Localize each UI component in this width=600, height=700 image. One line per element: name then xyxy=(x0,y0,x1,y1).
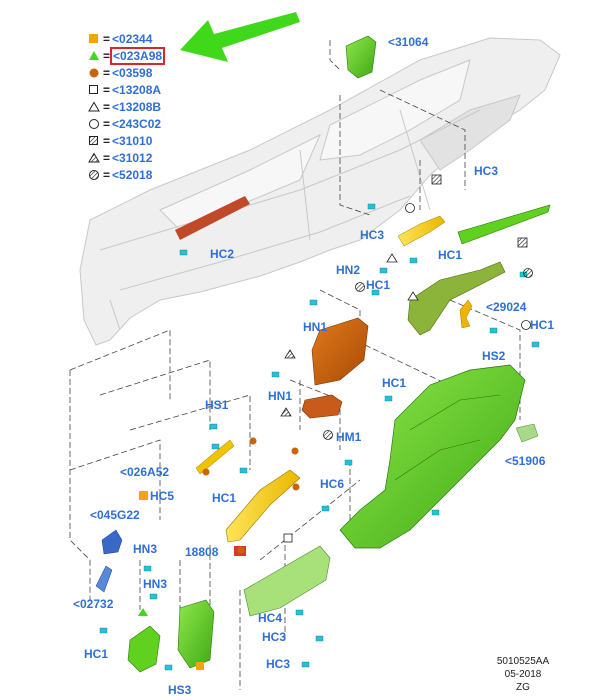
legend-code: <02344 xyxy=(112,32,153,46)
reference-date: 05-2018 xyxy=(504,669,542,680)
legend-row: =<243C02 xyxy=(88,117,161,131)
legend-equals: = xyxy=(103,83,111,97)
part-front-lower-trim xyxy=(177,599,215,669)
legend-code: <13208B xyxy=(112,100,162,114)
green-arrow-icon xyxy=(180,12,300,62)
legend-equals: = xyxy=(103,117,111,131)
legend-equals: = xyxy=(103,49,111,63)
legend-code: <03598 xyxy=(112,66,153,80)
part-29024-hook xyxy=(459,299,473,329)
part-lower-light-green-panel xyxy=(243,545,331,617)
callout-hc1-e: HC1 xyxy=(212,491,237,505)
legend-equals: = xyxy=(103,168,111,182)
callout-hc3-left: HC3 xyxy=(360,228,385,242)
legend-row: =<13208B xyxy=(88,100,161,114)
red-sill-strip xyxy=(175,196,250,240)
part-045g22-bracket xyxy=(101,529,123,555)
triangle-green-icon xyxy=(88,50,100,62)
body-side-panel xyxy=(79,37,561,346)
callout-hc3-c: HC3 xyxy=(266,657,291,671)
circle-hatched-icon xyxy=(88,169,100,181)
callout-hc4: HC4 xyxy=(258,611,283,625)
leader-lines xyxy=(69,40,521,690)
callout-hs2: HS2 xyxy=(482,349,506,363)
legend-row: =<31010 xyxy=(88,134,152,148)
part-orange-insulator xyxy=(311,317,369,386)
part-31064 xyxy=(345,35,377,79)
legend-row: =<02344 xyxy=(88,32,152,46)
circle-brown-icon xyxy=(88,67,100,79)
callout-hn1-a: HN1 xyxy=(303,320,328,334)
callout-18808: 18808 xyxy=(185,545,219,559)
callout-hc6: HC6 xyxy=(320,477,345,491)
callout-hn3-a: HN3 xyxy=(133,542,158,556)
callout-045g22: <045G22 xyxy=(90,508,140,522)
part-rear-pillar-trim xyxy=(407,261,506,336)
legend-equals: = xyxy=(103,151,111,165)
part-kick-panel xyxy=(127,625,161,673)
part-b-pillar-strip xyxy=(225,469,301,543)
legend-equals: = xyxy=(103,134,111,148)
legend-code: <31010 xyxy=(112,134,153,148)
callout-hn3-b: HN3 xyxy=(143,577,168,591)
callout-hn2: HN2 xyxy=(336,263,361,277)
legend-equals: = xyxy=(103,100,111,114)
legend-row: =<13208A xyxy=(88,83,161,97)
triangle-outline-icon xyxy=(88,101,100,113)
legend-equals: = xyxy=(103,66,111,80)
square-orange-icon xyxy=(88,33,100,45)
legend-equals: = xyxy=(103,32,111,46)
square-outline-icon xyxy=(88,84,100,96)
legend-code: <31012 xyxy=(112,151,153,165)
callout-hc1-b: HC1 xyxy=(366,278,391,292)
reference-code: 5010525AA xyxy=(496,656,550,667)
callout-hc5: HC5 xyxy=(150,489,175,503)
callout-hc1-d: HC1 xyxy=(382,376,407,390)
part-quarter-trim-panel xyxy=(339,364,526,549)
part-026a52-strip xyxy=(195,439,235,475)
callout-hc1-f: HC1 xyxy=(84,647,109,661)
legend-row: =<03598 xyxy=(88,66,152,80)
part-orange-block xyxy=(301,394,343,419)
callout-hc1-a: HC1 xyxy=(438,248,463,262)
legend-code: <13208A xyxy=(112,83,162,97)
legend-code: <243C02 xyxy=(112,117,162,131)
square-orange-icon xyxy=(139,491,148,500)
legend-code-highlighted: <023A98 xyxy=(110,47,166,65)
callout-hc3-top: HC3 xyxy=(474,164,499,178)
square-hatched-icon xyxy=(88,135,100,147)
legend-row: =<023A98 xyxy=(88,47,166,65)
diagram-symbol-markers xyxy=(138,174,533,670)
callout-02732: <02732 xyxy=(73,597,114,611)
legend-code: <52018 xyxy=(112,168,153,182)
reference-initials: ZG xyxy=(516,682,530,693)
legend-row: =<52018 xyxy=(88,168,152,182)
circle-outline-icon xyxy=(88,118,100,130)
callout-hc3-b: HC3 xyxy=(262,630,287,644)
part-02732-bracket xyxy=(95,565,113,593)
legend-row: =<31012 xyxy=(88,151,152,165)
callout-026a52: <026A52 xyxy=(120,465,170,479)
callout-29024: <29024 xyxy=(486,300,527,314)
callout-hn1-b: HN1 xyxy=(268,389,293,403)
callout-hc2: HC2 xyxy=(210,247,235,261)
fastener-clips xyxy=(99,203,540,671)
callout-31064: <31064 xyxy=(388,35,429,49)
callout-hs1: HS1 xyxy=(205,398,229,412)
callout-51906: <51906 xyxy=(505,454,546,468)
callout-hs3: HS3 xyxy=(168,683,192,697)
callout-hc1-c: HC1 xyxy=(530,318,555,332)
part-upper-rear-trim xyxy=(457,204,551,245)
part-small-yellow-clip xyxy=(397,215,446,247)
callout-hc5-row: HC5 xyxy=(139,489,174,503)
part-51906 xyxy=(515,423,539,443)
triangle-hatched-icon xyxy=(88,152,100,164)
callout-hm1: HM1 xyxy=(336,430,362,444)
